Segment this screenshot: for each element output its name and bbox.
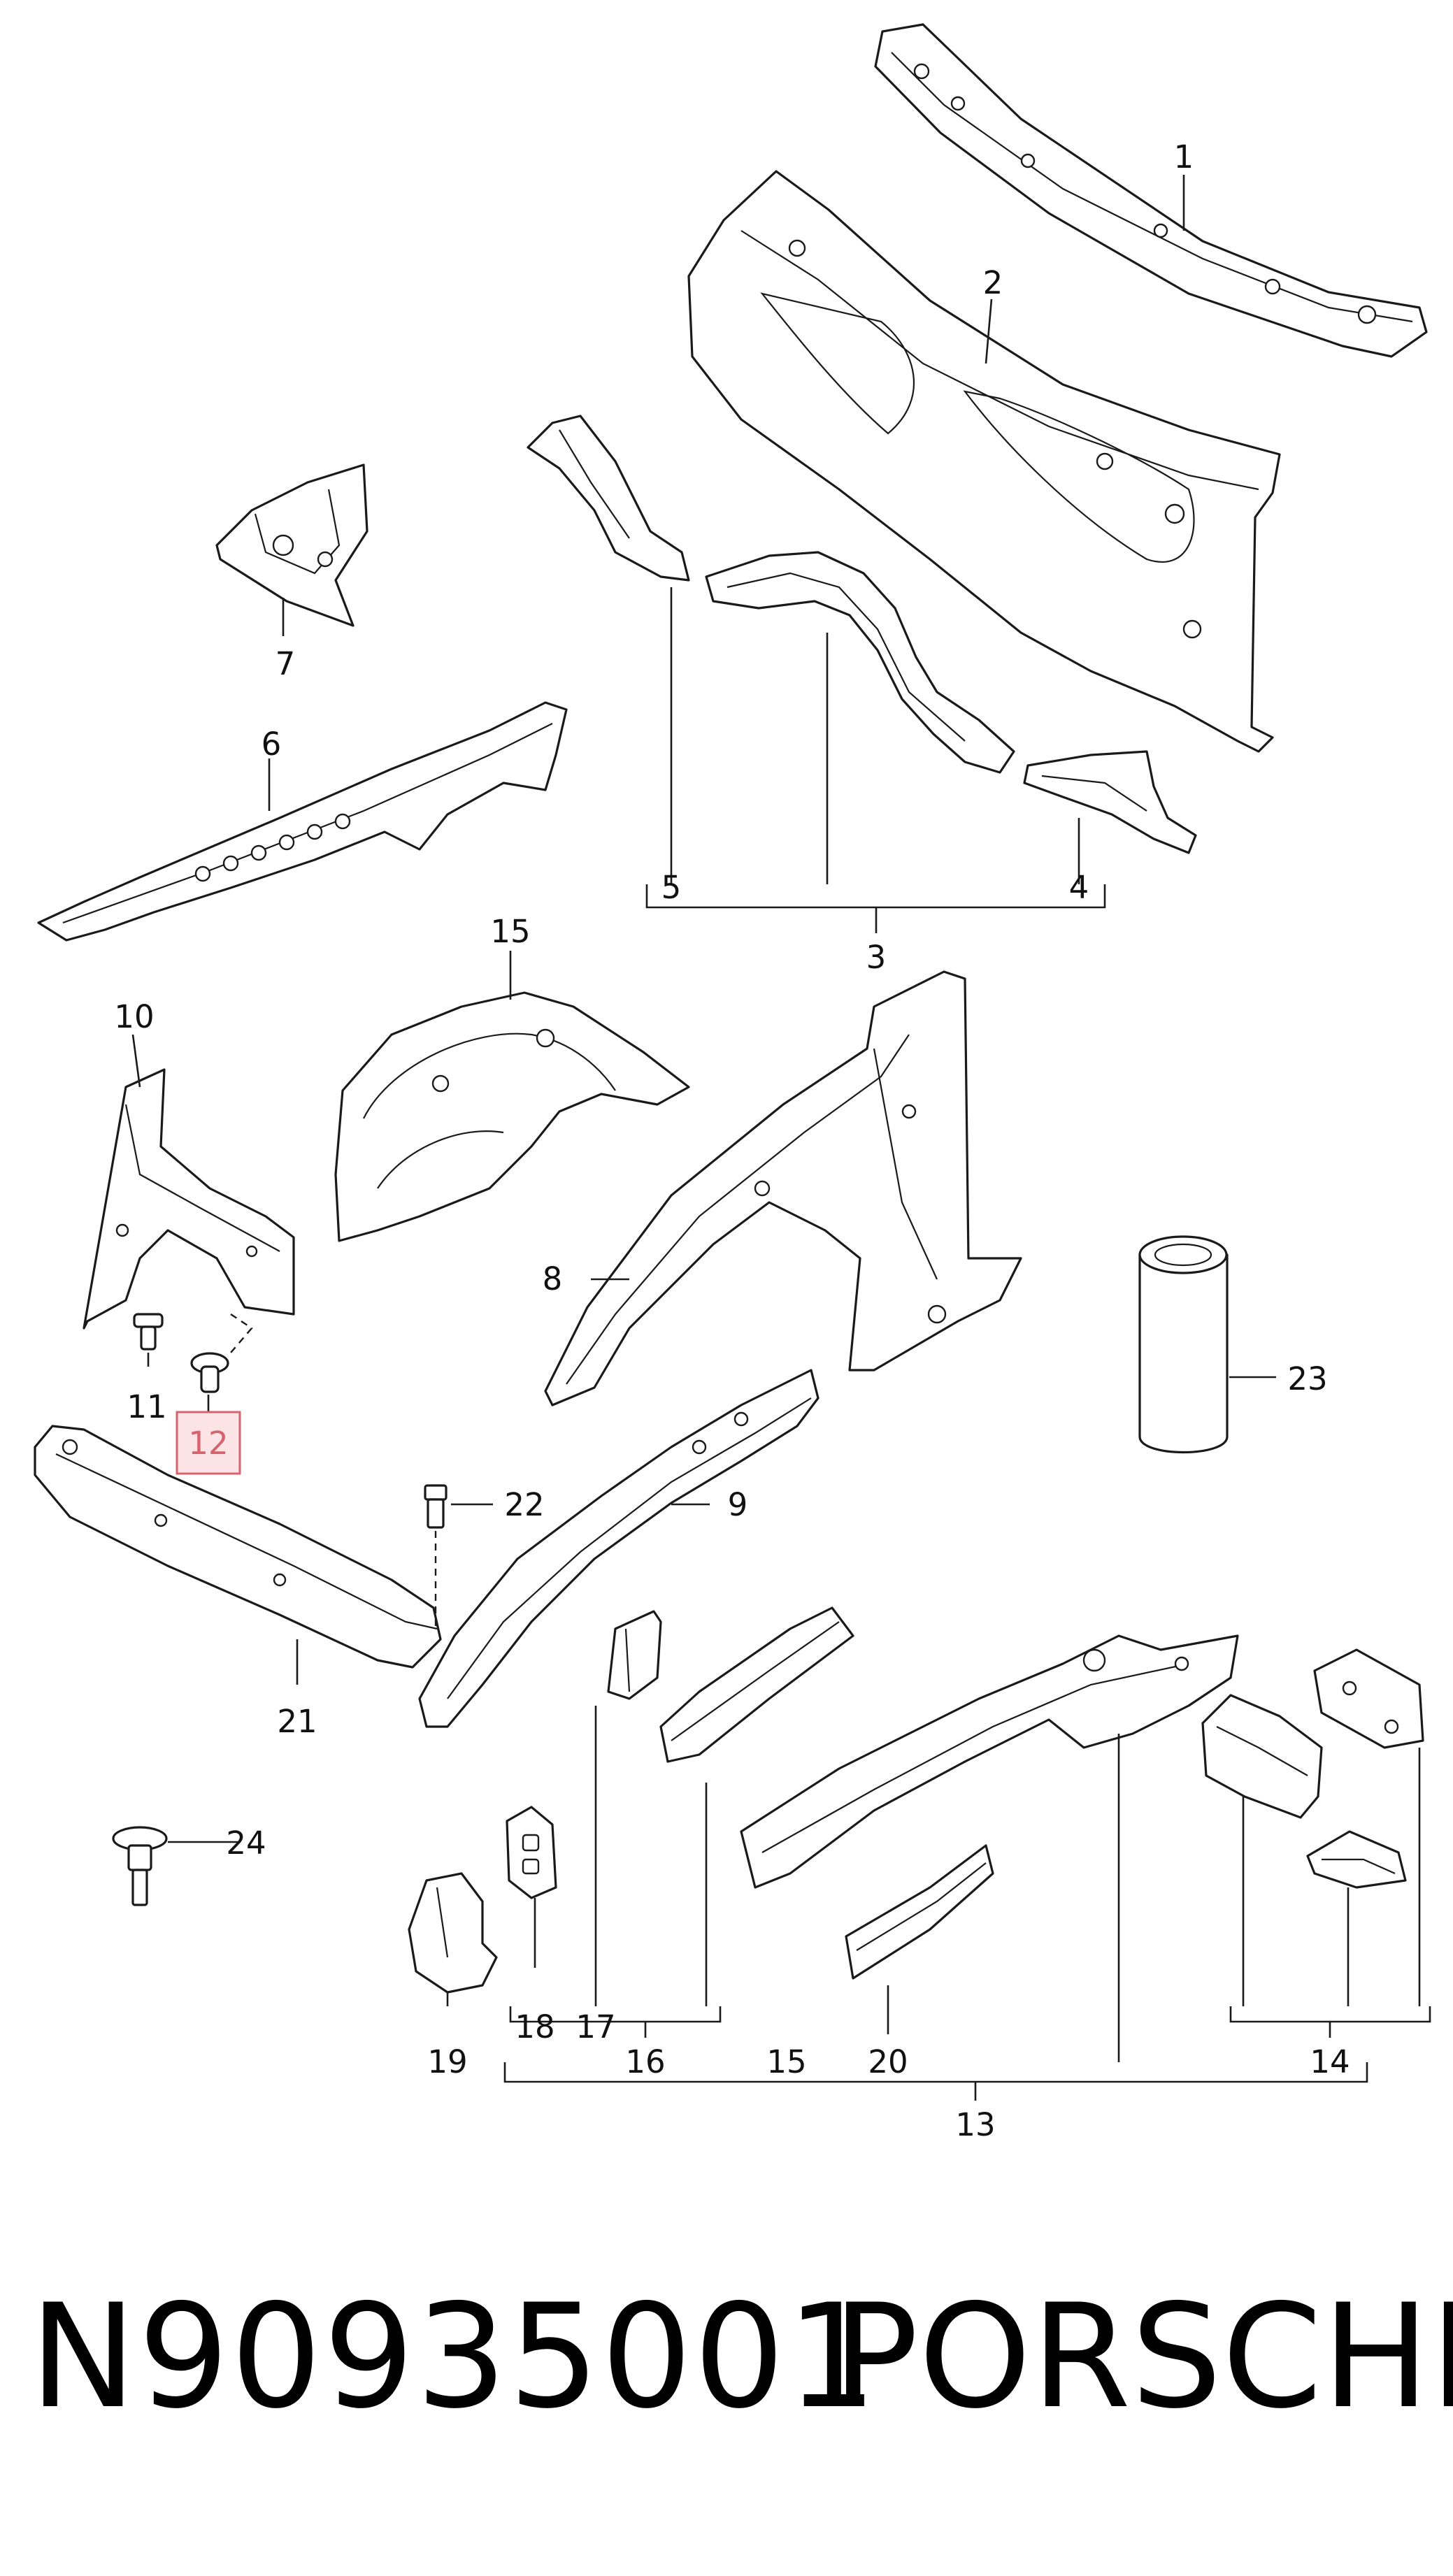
callout-20: 20	[868, 2043, 908, 2080]
part-20-panel[interactable]	[845, 1844, 994, 1980]
callout-9: 9	[728, 1486, 748, 1523]
brand-label: PORSCHE	[832, 2274, 1453, 2440]
part-14-bracket-a[interactable]	[1201, 1694, 1323, 1819]
callout-6: 6	[262, 726, 282, 763]
part-15-wheel-housing[interactable]	[334, 991, 690, 1242]
callout-5: 5	[661, 869, 682, 906]
part-23-aerosol-can[interactable]	[1138, 1235, 1229, 1454]
part-14-bracket-b[interactable]	[1313, 1648, 1424, 1749]
part-number-label: N90935001	[29, 2274, 879, 2440]
part-4-bracket[interactable]	[1023, 750, 1197, 854]
callout-23: 23	[1287, 1360, 1327, 1397]
part-7-bracket[interactable]	[215, 463, 368, 627]
part-2-bulkhead[interactable]	[687, 170, 1281, 753]
callout-17: 17	[575, 2008, 615, 2045]
part-19-bracket[interactable]	[408, 1872, 498, 1994]
callout-13: 13	[955, 2106, 995, 2143]
part-24-bolt[interactable]	[112, 1826, 168, 1906]
callout-15-lower: 15	[766, 2043, 806, 2080]
callout-1: 1	[1174, 138, 1194, 175]
callout-18: 18	[515, 2008, 554, 2045]
part-13-floor-rail[interactable]	[740, 1634, 1239, 1889]
part-6-side-member[interactable]	[37, 701, 568, 942]
part-16-reinforcement[interactable]	[659, 1606, 854, 1763]
callout-12-highlight-box	[176, 1411, 241, 1475]
callout-10: 10	[114, 998, 154, 1035]
part-21-cross-member[interactable]	[34, 1425, 442, 1669]
callout-14: 14	[1310, 2043, 1350, 2080]
part-17-bracket[interactable]	[607, 1610, 662, 1700]
part-18-bracket[interactable]	[506, 1806, 557, 1899]
part-22-bolt[interactable]	[424, 1484, 448, 1529]
part-3-center-rail[interactable]	[705, 551, 1015, 774]
part-12-fit-line	[230, 1314, 253, 1353]
callout-19: 19	[427, 2043, 467, 2080]
callout-2: 2	[983, 264, 1003, 301]
part-12-fastener[interactable]	[190, 1352, 229, 1393]
callout-labels: 1 2 3 4 5 6 7 8 9 10 11 12 13 14 15 15 1…	[114, 138, 1350, 2143]
callout-3: 3	[866, 939, 887, 976]
callout-15-upper: 15	[490, 913, 530, 950]
part-5-bracket[interactable]	[527, 415, 690, 582]
part-9-rail[interactable]	[418, 1369, 819, 1728]
callout-8: 8	[543, 1260, 563, 1297]
callout-21: 21	[277, 1703, 317, 1740]
callout-12: 12	[188, 1425, 228, 1462]
callout-22: 22	[504, 1486, 544, 1523]
part-10-pillar[interactable]	[83, 1068, 295, 1330]
part-8-a-pillar[interactable]	[544, 970, 1022, 1406]
callout-11: 11	[127, 1388, 166, 1425]
leader-lines	[131, 175, 1431, 2101]
callout-4: 4	[1069, 869, 1089, 906]
callout-24: 24	[226, 1825, 266, 1862]
part-1-cross-member[interactable]	[874, 23, 1428, 358]
part-14-bracket-c[interactable]	[1306, 1830, 1407, 1889]
part-11-fastener[interactable]	[133, 1313, 164, 1351]
callout-7: 7	[275, 645, 296, 682]
callout-16: 16	[625, 2043, 665, 2080]
